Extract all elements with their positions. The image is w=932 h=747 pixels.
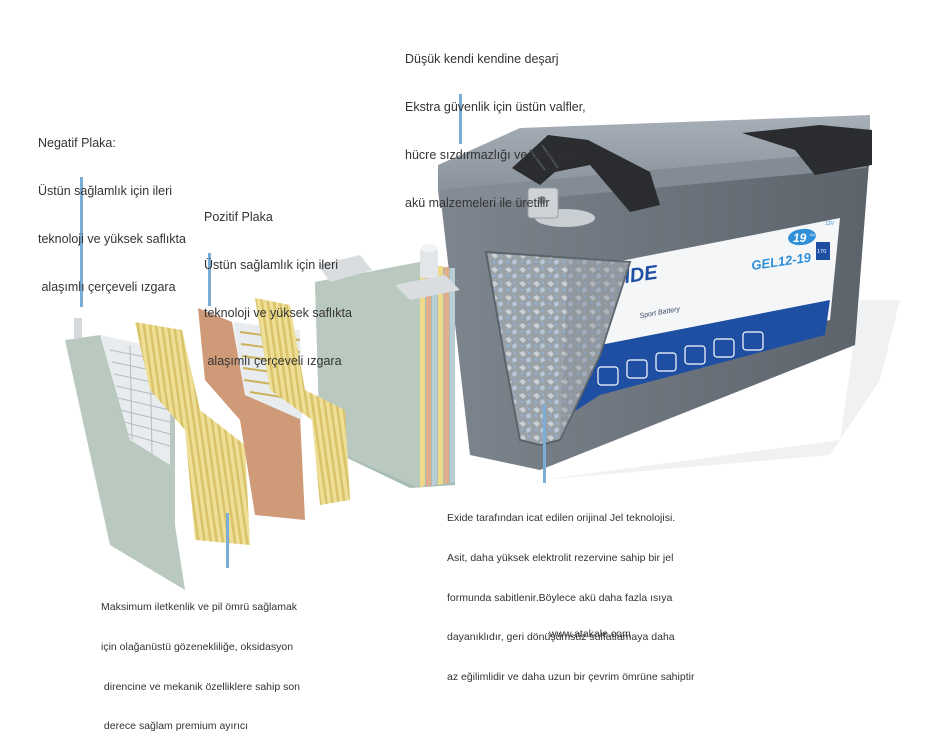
callout-line: hücre sızdırmazlığı ve ultra saf — [405, 148, 576, 162]
callout-line: akü malzemeleri ile üretilir — [405, 196, 550, 210]
callout-line: Asit, daha yüksek elektrolit rezervine s… — [447, 552, 674, 565]
callout-negative-plate: Negatif Plaka: Üstün sağlamlık için iler… — [38, 103, 186, 311]
label-capacity: 19 — [793, 231, 807, 245]
capacity-badge — [788, 228, 816, 246]
handle-left — [512, 135, 660, 212]
pointer-negative — [80, 177, 83, 307]
separator-sheet — [255, 298, 350, 505]
callout-line: Üstün sağlamlık için ileri — [204, 258, 339, 272]
callout-line: Exide tarafından icat edilen orijinal Je… — [447, 512, 676, 525]
callout-line: alaşımlı çerçeveli ızgara — [38, 280, 176, 294]
cca-badge — [816, 242, 830, 260]
callout-line: Üstün sağlamlık için ileri — [38, 184, 173, 198]
terminal — [527, 187, 595, 227]
label-capacity-unit: Ah — [810, 232, 815, 237]
website-url: www.atakale.com — [549, 628, 631, 640]
callout-separator: Maksimum iletkenlik ve pil ömrü sağlamak… — [101, 575, 300, 747]
separator-sheet — [135, 322, 250, 545]
callout-title: Pozitif Plaka — [204, 210, 273, 224]
pointer-separator — [226, 513, 229, 568]
feature-icon-spill — [684, 345, 706, 365]
gel-cutaway — [484, 250, 632, 447]
callout-top: Düşük kendi kendine deşarj Ekstra güvenl… — [405, 19, 586, 227]
callout-line: teknoloji ve yüksek saflıkta — [204, 306, 352, 320]
feature-icon-maintenance — [626, 359, 648, 379]
handle-right — [742, 125, 872, 175]
label-cca: 170 — [817, 249, 826, 255]
feature-icon-battery — [742, 331, 764, 351]
feature-icon-gel — [597, 366, 619, 386]
battery-exploded-diagram: XIDE Sport Battery GEL12-19 19 Ah 12V 17… — [65, 94, 900, 590]
pointer-positive — [208, 253, 211, 306]
callout-line: dayanıklıdır, geri dönüşümsüz sülfatlama… — [447, 631, 675, 644]
callout-line: alaşımlı çerçeveli ızgara — [204, 354, 342, 368]
feature-icon-vibration — [655, 352, 677, 372]
positive-plate — [198, 308, 305, 520]
callout-line: Düşük kendi kendine deşarj — [405, 52, 559, 66]
battery-case: XIDE Sport Battery GEL12-19 19 Ah 12V 17… — [438, 115, 872, 470]
battery-shadow — [540, 300, 900, 480]
pointer-gel — [543, 405, 546, 483]
callout-line: Maksimum iletkenlik ve pil ömrü sağlamak — [101, 601, 298, 614]
plate-edges — [420, 262, 455, 488]
callout-line: Ekstra güvenlik için üstün valfler, — [405, 100, 586, 114]
feature-icon-install — [713, 338, 735, 358]
callout-line: derece sağlam premium ayırıcı — [101, 720, 249, 733]
callout-line: için olağanüstü gözenekliliğe, oksidasyo… — [101, 641, 294, 654]
callout-line: formunda sabitlenir.Böylece akü daha faz… — [447, 591, 673, 604]
pointer-top — [459, 94, 462, 144]
callout-line: teknoloji ve yüksek saflıkta — [38, 232, 186, 246]
callout-positive-plate: Pozitif Plaka Üstün sağlamlık için ileri… — [204, 177, 352, 385]
callout-gel: Exide tarafından icat edilen orijinal Je… — [447, 486, 694, 697]
callout-line: direncine ve mekanik özelliklere sahip s… — [101, 680, 301, 693]
label-voltage: 12V — [825, 221, 835, 227]
exploded-plates — [65, 298, 350, 590]
callout-title: Negatif Plaka: — [38, 136, 116, 150]
callout-line: az eğilimlidir ve daha uzun bir çevrim ö… — [447, 670, 695, 683]
